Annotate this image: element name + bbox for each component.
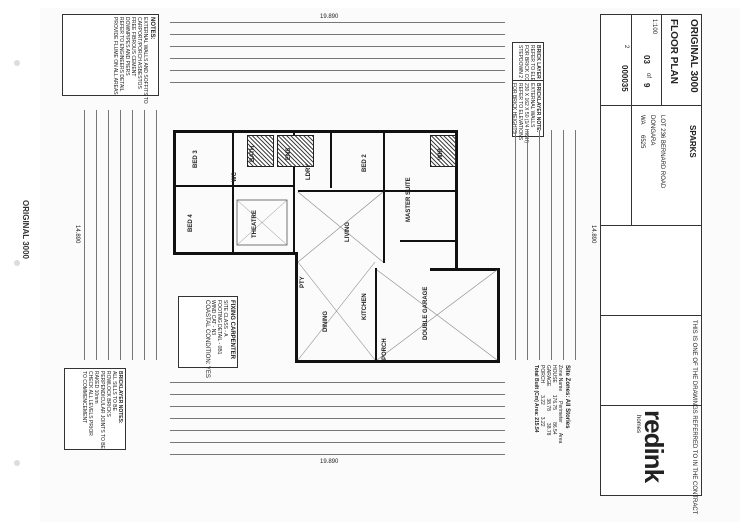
site-zones-total: Total Built (Cm) Area: 215.54 (533, 365, 539, 433)
room-wir: WIR (438, 148, 444, 160)
room-pantry: PTY (300, 276, 306, 288)
room-kitchen: KITCHEN (362, 293, 368, 320)
room-bed4: BED 4 (188, 214, 194, 232)
project-name: SPARKS (688, 125, 697, 158)
scale-value: 1:100 (651, 19, 657, 35)
job-number: 000035 (620, 65, 629, 92)
title-block: ORIGINAL 3000 FLOOR PLAN 1:100 03 of 9 0… (600, 14, 702, 514)
sheet-number: 03 (642, 55, 651, 64)
room-bed3: BED 3 (193, 150, 199, 168)
room-garage: DOUBLE GARAGE (423, 286, 429, 340)
overall-width-dim: 19.890 (320, 14, 339, 20)
bath-tiling (247, 135, 274, 167)
total-sheets: 9 (642, 83, 651, 88)
wir-tiling (430, 135, 456, 167)
revision: 2 (623, 45, 629, 49)
room-theatre: THEATRE (252, 210, 258, 238)
project-postcode: 6525 (639, 135, 645, 149)
binder-margin (0, 0, 40, 530)
ensuite-tiling (277, 135, 314, 167)
overall-width-dim-bottom: 19.890 (320, 459, 339, 465)
room-living: LIVING (345, 221, 351, 242)
brick-note-box-side: BRICKLAYER NOTE: EXTERNAL WALLS 230 X 16… (511, 80, 544, 143)
fixing-carpenter-box: FIXING CARPENTER SITE CLASS - A FOOTING … (178, 296, 238, 378)
redink-suffix: homes (635, 415, 641, 434)
room-master: MASTER SUITE (406, 177, 412, 222)
room-dining: DINING (323, 311, 329, 332)
room-wc: WC (232, 172, 238, 182)
project-suburb: DONGARA (649, 115, 655, 146)
punch-hole (14, 260, 20, 266)
site-zones-title: Site Zones: All Stories (564, 365, 570, 429)
plan-range: ORIGINAL 3000 (688, 19, 699, 93)
room-bath: BATH (250, 145, 256, 162)
punch-hole (14, 60, 20, 66)
room-porch: PORCH (382, 338, 388, 360)
bricklayer-notes-bottom: BRICKLAYER NOTES: ALL SILLS TO BE ROWLOC… (64, 368, 126, 450)
punch-hole (14, 460, 20, 466)
room-ens: ENS (286, 147, 292, 160)
project-state: WA (639, 115, 645, 125)
room-ldry: LDRY (306, 163, 312, 180)
room-bed2: BED 2 (362, 154, 368, 172)
plan-label: FLOOR PLAN (668, 19, 679, 84)
contract-note: THIS IS ONE OF THE DRAWINGS REFERRED TO … (691, 320, 697, 515)
notes-box: NOTES: EXTERNAL WALLS AND SOFFITS TO CAR… (62, 14, 159, 104)
sheet-of: of (645, 73, 651, 79)
project-address: LOT 236 BERNARD ROAD (659, 115, 665, 189)
redink-logo: redink (639, 410, 669, 483)
